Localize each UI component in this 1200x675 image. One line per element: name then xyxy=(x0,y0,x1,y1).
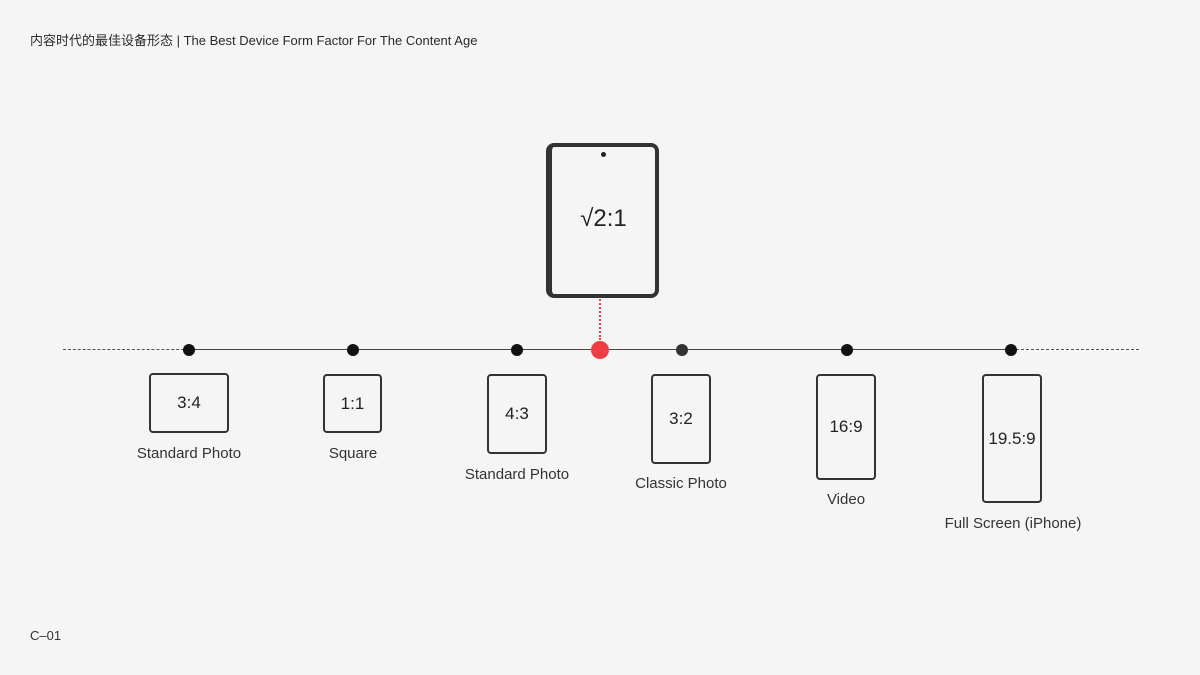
timeline-dot-19-5-9 xyxy=(1005,344,1017,356)
device-frame: 4:3 xyxy=(487,374,547,454)
device-frame: 1:1 xyxy=(323,374,382,433)
device-ratio: 3:4 xyxy=(177,393,201,412)
device-label: Video xyxy=(826,491,866,508)
timeline-dot-3-4 xyxy=(183,344,195,356)
device-ratio: 4:3 xyxy=(505,404,529,423)
device-ratio: 16:9 xyxy=(829,417,863,436)
device-frame: 16:9 xyxy=(816,374,876,480)
timeline-dashed-right xyxy=(1011,349,1139,350)
featured-ratio: √2:1 xyxy=(580,205,627,232)
timeline-dot-16-9 xyxy=(841,344,853,356)
timeline-dot-1-1 xyxy=(347,344,359,356)
device-label: Standard Photo xyxy=(136,445,242,462)
featured-connector xyxy=(599,296,601,340)
device-frame: 19.5:9 xyxy=(982,374,1042,503)
device-label: Standard Photo xyxy=(464,466,570,483)
timeline-dot-featured xyxy=(591,341,609,359)
device-frame: 3:4 xyxy=(149,373,229,433)
device-label: Classic Photo xyxy=(635,475,727,492)
timeline-dashed-left xyxy=(63,349,189,350)
page-code: C–01 xyxy=(30,628,62,643)
timeline-dot-4-3 xyxy=(511,344,523,356)
device-ratio: 1:1 xyxy=(340,393,365,413)
page-title: 内容时代的最佳设备形态 | The Best Device Form Facto… xyxy=(30,33,478,48)
camera-dot xyxy=(601,152,606,157)
device-ratio: 3:2 xyxy=(669,409,693,428)
device-label: Full Screen (iPhone) xyxy=(944,515,1082,532)
device-ratio: 19.5:9 xyxy=(988,428,1036,448)
device-label: Square xyxy=(328,445,378,462)
featured-device: √2:1 xyxy=(546,143,659,298)
device-frame: 3:2 xyxy=(651,374,711,464)
timeline-dot-3-2 xyxy=(676,344,688,356)
